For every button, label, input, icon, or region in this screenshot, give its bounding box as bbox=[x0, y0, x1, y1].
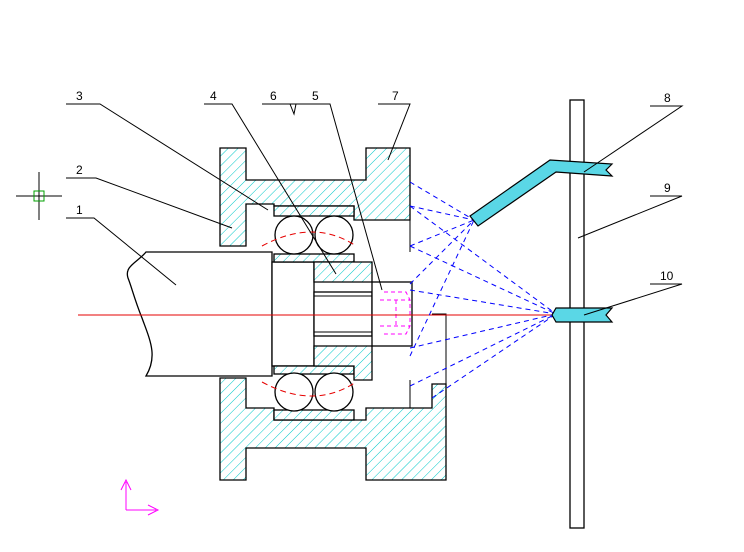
label-10: 10 bbox=[660, 269, 674, 283]
shaft bbox=[126, 251, 273, 377]
label-8: 8 bbox=[664, 91, 671, 105]
spray-lines bbox=[409, 181, 557, 399]
label-1: 1 bbox=[76, 203, 83, 217]
shaft-thread bbox=[313, 291, 373, 337]
bearing-bottom-pitch-arc bbox=[261, 381, 357, 397]
label-5: 5 bbox=[312, 89, 319, 103]
bearing-top-pitch-arc bbox=[261, 231, 357, 247]
screw-hidden-lines bbox=[380, 291, 411, 335]
screw-head bbox=[371, 281, 413, 347]
bearing-bottom-inner-ring bbox=[273, 365, 355, 375]
bearing-top-outer-ring bbox=[273, 205, 355, 217]
bearing-bottom-ball-right bbox=[314, 372, 354, 412]
label-4: 4 bbox=[210, 89, 217, 103]
label-3: 3 bbox=[76, 89, 83, 103]
straight-nozzle bbox=[551, 307, 614, 323]
label-7: 7 bbox=[392, 89, 399, 103]
ucs-axis-icon bbox=[120, 478, 160, 516]
crosshair-cursor-icon bbox=[16, 172, 62, 220]
lock-nut-top bbox=[313, 261, 373, 283]
shaft-end-block bbox=[271, 261, 315, 367]
angled-nozzle-pipe bbox=[469, 159, 614, 227]
label-2: 2 bbox=[76, 163, 83, 177]
bearing-bottom-ball-left bbox=[274, 372, 314, 412]
end-cap-outline bbox=[409, 220, 447, 408]
bearing-top-inner-ring bbox=[273, 253, 355, 263]
housing-top bbox=[219, 147, 411, 247]
label-6: 6 bbox=[270, 89, 277, 103]
bearing-bottom-outer-ring bbox=[273, 409, 355, 421]
housing-bottom bbox=[219, 377, 447, 481]
bearing-top-ball-left bbox=[274, 215, 314, 255]
label-9: 9 bbox=[664, 181, 671, 195]
leader-lines bbox=[66, 103, 684, 316]
